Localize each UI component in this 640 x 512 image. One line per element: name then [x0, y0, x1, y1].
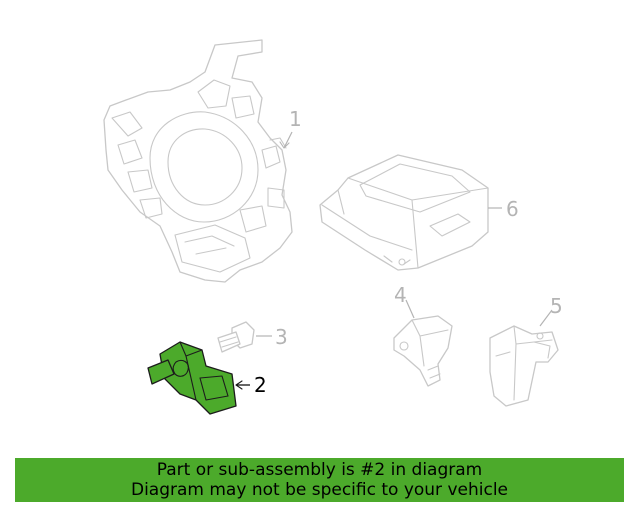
- part-6-airbag-module[interactable]: [319, 154, 489, 271]
- callout-6: 6: [506, 197, 519, 221]
- callout-4: 4: [394, 283, 407, 307]
- part-3-bolt[interactable]: [217, 321, 255, 353]
- parts-diagram: 1 6 3 2 4: [103, 39, 563, 415]
- part-5-sensor[interactable]: [489, 325, 559, 407]
- part-1-clockspring[interactable]: [103, 39, 293, 283]
- part-2-impact-sensor[interactable]: [147, 341, 237, 415]
- banner-line-1: Part or sub-assembly is #2 in diagram: [156, 460, 483, 480]
- banner-line-2: Diagram may not be specific to your vehi…: [130, 480, 508, 500]
- callout-3: 3: [275, 325, 288, 349]
- info-banner: Part or sub-assembly is #2 in diagram Di…: [15, 458, 624, 502]
- callout-2: 2: [254, 373, 267, 397]
- callout-5: 5: [550, 294, 563, 318]
- callout-1: 1: [289, 107, 302, 131]
- part-4-sensor[interactable]: [393, 315, 453, 387]
